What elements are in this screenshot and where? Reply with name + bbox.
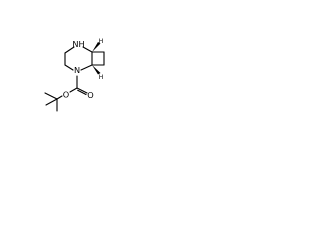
atom-label-o-ester: O xyxy=(63,90,69,100)
bond-nh-c1 xyxy=(64,46,75,54)
atom-label-nh: NH xyxy=(72,39,84,49)
bond-c-o-ester xyxy=(69,87,78,93)
bond-o-tbu xyxy=(56,95,63,100)
bond-c5-nh xyxy=(82,46,93,53)
atom-label-o-carbonyl: O xyxy=(87,90,93,100)
atom-label-n: N xyxy=(74,65,80,75)
bond-lines xyxy=(44,46,105,112)
bond-carbonyl-double-a xyxy=(76,87,88,94)
bond-n-c6 xyxy=(80,64,93,71)
bond-tbu-me1 xyxy=(44,92,58,100)
bond-tbu-me3 xyxy=(45,98,58,106)
atom-label-h-bottom: H xyxy=(99,74,104,81)
molecule-drawing: NH N O O H H xyxy=(44,38,105,112)
bond-carbonyl-double-b xyxy=(77,89,87,96)
wedge-bond-bottom xyxy=(92,65,101,75)
atom-label-h-top: H xyxy=(99,38,104,45)
bond-c2-n xyxy=(64,64,74,71)
wedge-bond-top xyxy=(92,42,101,52)
structure-canvas: NH N O O H H xyxy=(0,0,152,152)
